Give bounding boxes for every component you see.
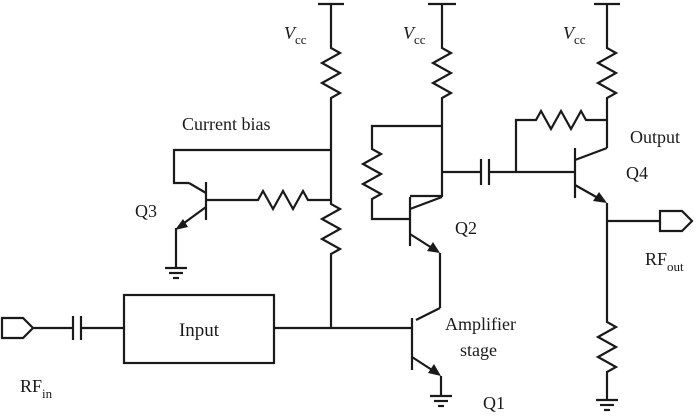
input-block-label: Input: [179, 320, 220, 341]
output-label: Output: [630, 127, 680, 147]
ground-q4: [594, 398, 620, 412]
resistor-q4-collector: [596, 42, 618, 104]
vcc-label-3: Vcc: [563, 23, 586, 47]
capacitor-interstage: [442, 159, 575, 185]
rf-out-label: RFout: [645, 249, 684, 274]
rf-in-label: RFin: [20, 376, 53, 401]
wire-q2-feedback-bottom: [370, 203, 410, 221]
wire-q3-collector: [172, 148, 331, 185]
amplifier-label-line2: stage: [460, 340, 497, 360]
ground-q3: [163, 266, 189, 280]
resistor-bias-top: [320, 42, 342, 104]
rf-out-port: [658, 209, 694, 233]
wire-q2-feedback-top: [370, 124, 442, 145]
vcc-rail-3: [594, 2, 620, 44]
amplifier-label-line1: Amplifier: [445, 314, 516, 334]
resistor-q2-feedback: [361, 143, 383, 205]
vcc-rail-1: [318, 2, 344, 44]
q3-label: Q3: [135, 201, 157, 221]
current-bias-label: Current bias: [182, 114, 270, 134]
resistor-q4-feedback: [530, 109, 592, 131]
transistor-q1: [331, 318, 443, 396]
vcc-label-2: Vcc: [403, 23, 426, 47]
vcc-rail-2: [428, 2, 456, 44]
resistor-bias-bottom: [320, 198, 342, 260]
wire-q4-feedback-left: [514, 118, 532, 172]
resistor-q4-emitter: [596, 316, 618, 378]
transistor-q4: [573, 146, 608, 203]
q4-label: Q4: [626, 163, 648, 183]
resistor-q2-collector: [431, 42, 453, 104]
capacitor-input: [33, 316, 124, 340]
q1-label: Q1: [483, 393, 505, 413]
vcc-label-1: Vcc: [284, 23, 307, 47]
resistor-q3-base: [252, 189, 314, 211]
transistor-q2: [408, 194, 443, 321]
ground-q1: [428, 394, 454, 408]
rf-in-port: [0, 316, 35, 340]
transistor-q3: [174, 182, 208, 268]
q2-label: Q2: [455, 218, 477, 238]
